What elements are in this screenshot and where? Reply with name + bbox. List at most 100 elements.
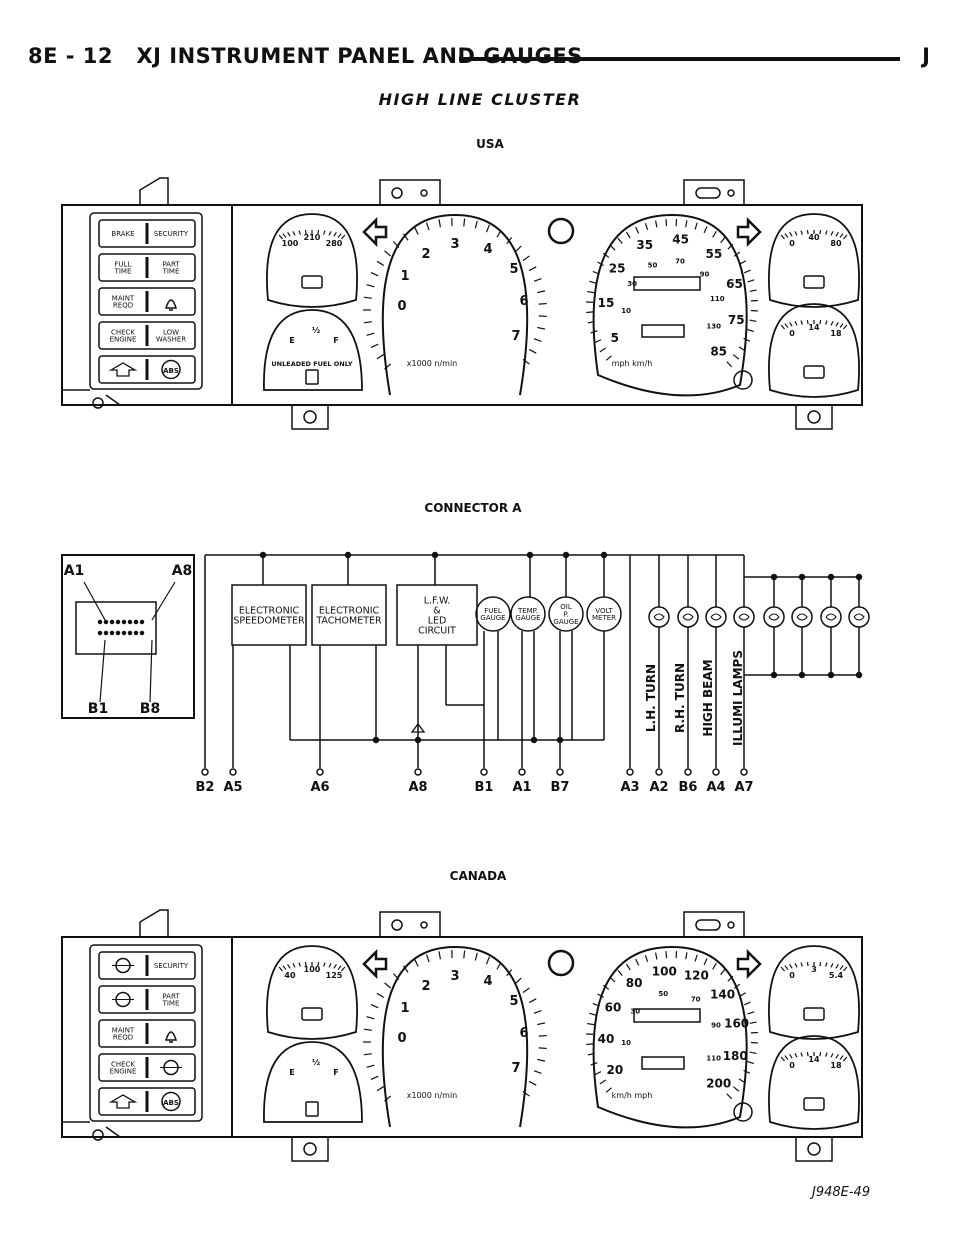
wire-junction	[798, 573, 806, 581]
usa-mount-hole	[420, 189, 428, 197]
connector-gauge-label: METER	[592, 614, 616, 622]
connector-bulb-icon	[820, 606, 842, 628]
usa-oil-gauge-tick	[835, 232, 839, 237]
canada-temp-gauge-tick	[337, 965, 342, 970]
canada-speedo-tick	[685, 952, 688, 960]
usa-lamp-label: TIME	[114, 268, 132, 276]
canada-speedo-tick	[747, 1011, 755, 1015]
usa-speedo-tick	[599, 347, 607, 353]
canada-temp-gauge-tick	[317, 962, 320, 967]
canada-speedo-tick	[644, 955, 649, 963]
canada-tach-tick	[425, 954, 430, 963]
canada-tach-tick	[392, 973, 400, 980]
canada-speedo-tick	[694, 954, 698, 962]
usa-speedo-tick	[602, 252, 610, 258]
connector-terminal-label: B7	[551, 780, 570, 795]
connector-module-box	[311, 584, 387, 646]
canada-oil-gauge-tick-label: 0	[789, 971, 795, 980]
usa-tach-tick	[438, 219, 442, 228]
header-title: 8E - 12 XJ INSTRUMENT PANEL AND GAUGES	[28, 44, 583, 68]
connector-pin	[115, 630, 121, 636]
canada-volt-gauge-tick	[784, 1055, 789, 1060]
usa-tach-tick	[370, 272, 379, 277]
canada-speedo-tick	[597, 993, 604, 999]
usa-volt-gauge-tick-label: 18	[830, 329, 842, 338]
connector-bulb-icon	[791, 606, 813, 628]
usa-speedo-tick	[597, 261, 604, 267]
usa-speedo-minor-number: 110	[710, 295, 725, 303]
canada-temp-gauge-bezel	[266, 945, 358, 1040]
pin-label-a1: A1	[64, 563, 85, 579]
usa-tach-tick	[384, 363, 392, 370]
usa-volt-gauge-tick	[806, 320, 809, 325]
canada-volt-gauge-bezel	[768, 1035, 860, 1130]
usa-tach-number: 1	[400, 269, 409, 284]
canada-tach-unit: x1000 n/min	[407, 1091, 458, 1100]
usa-speedo-major-number: 25	[609, 261, 626, 275]
canada-speedo-tick	[617, 969, 623, 976]
usa-speedo-minor-number: 10	[621, 307, 631, 315]
usa-lamp-label: PART	[162, 260, 180, 268]
usa-volt-gauge-tick	[789, 322, 793, 327]
connector-lamp-label: ILLUMI LAMPS	[731, 650, 745, 746]
usa-battery-icon	[803, 365, 825, 379]
usa-cluster-frame	[61, 204, 863, 406]
canada-mount-hole	[92, 1129, 104, 1141]
canada-lamp-label: ENGINE	[110, 1068, 137, 1076]
usa-volt-gauge-tick	[842, 324, 848, 330]
canada-lamp-label: ABS	[163, 1099, 179, 1107]
connector-gauge-label: OIL	[560, 603, 572, 611]
connector-gauge-label: GAUGE	[515, 614, 540, 622]
usa-oil-gauge-tick	[819, 230, 822, 235]
usa-speedo-minor-number: 70	[675, 258, 685, 266]
canada-speedo-minor-number: 90	[711, 1022, 721, 1030]
canada-mount-hole	[807, 1142, 821, 1156]
connector-pin	[97, 630, 103, 636]
canada-tach-tick	[438, 951, 442, 960]
usa-mount-hole	[92, 397, 104, 409]
connector-lamp-label: R.H. TURN	[673, 663, 687, 733]
canada-frame-detail	[62, 1121, 121, 1138]
figure-code: J948E-49	[809, 1185, 870, 1200]
connector-module-label: CIRCUIT	[418, 625, 456, 636]
canada-speedo-tick	[743, 1069, 751, 1074]
usa-mount-tab	[291, 404, 329, 430]
usa-mount-hole	[807, 410, 821, 424]
connector-bulb-filament	[738, 613, 750, 621]
canada-tach-tick	[370, 1004, 379, 1009]
canada-right-turn-icon	[736, 948, 762, 980]
usa-left-turn-icon	[362, 216, 388, 248]
usa-speedo-tick	[703, 226, 708, 234]
connector-terminal	[229, 768, 237, 776]
canada-speedo-tick	[720, 968, 726, 976]
usa-speedo-tick	[617, 237, 623, 244]
canada-speedo-tick	[712, 962, 717, 970]
usa-coolant-icon	[301, 275, 323, 289]
usa-temp-gauge-tick	[328, 231, 332, 236]
canada-mount-tab	[291, 1136, 329, 1162]
usa-lamp-label: SECURITY	[154, 230, 189, 238]
usa-tach-number: 6	[519, 294, 528, 309]
connector-photo-frame	[61, 554, 195, 719]
usa-reset-knob	[733, 370, 753, 390]
canada-tach-tick	[376, 1086, 385, 1092]
canada-speedo-unit: km/h mph	[612, 1091, 653, 1100]
connector-terminal	[655, 768, 663, 776]
usa-speedo-major-number: 5	[611, 331, 619, 345]
usa-volt-gauge-tick	[794, 321, 798, 326]
usa-lamp-label: FULL	[115, 260, 132, 268]
canada-lamp-label: SECURITY	[154, 962, 189, 970]
connector-pin	[139, 630, 145, 636]
canada-fuel-half-label: ½	[312, 1057, 320, 1067]
connector-pin	[127, 619, 133, 625]
usa-tach-tick	[528, 348, 537, 354]
usa-tach-tick	[384, 250, 392, 257]
usa-speedo-minor-number: 130	[706, 322, 721, 330]
